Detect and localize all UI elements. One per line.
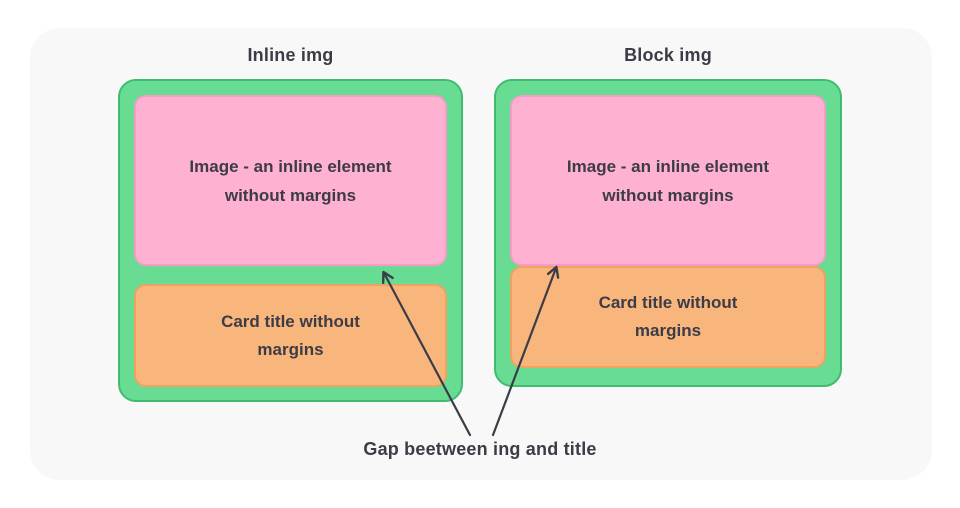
image-placeholder-block: Image - an inline element without margin… — [510, 95, 826, 266]
card-inline-img: Image - an inline element without margin… — [118, 79, 463, 402]
column-title-inline: Inline img — [247, 45, 334, 65]
card-block-img: Image - an inline element without margin… — [494, 79, 842, 387]
gap-annotation-label: Gap beetween ing and title — [363, 439, 597, 459]
card-title-box-inline: Card title without margins — [134, 284, 447, 387]
card-title-box-block: Card title without margins — [510, 266, 826, 368]
image-placeholder-inline: Image - an inline element without margin… — [134, 95, 447, 266]
column-title-block: Block img — [624, 45, 712, 65]
